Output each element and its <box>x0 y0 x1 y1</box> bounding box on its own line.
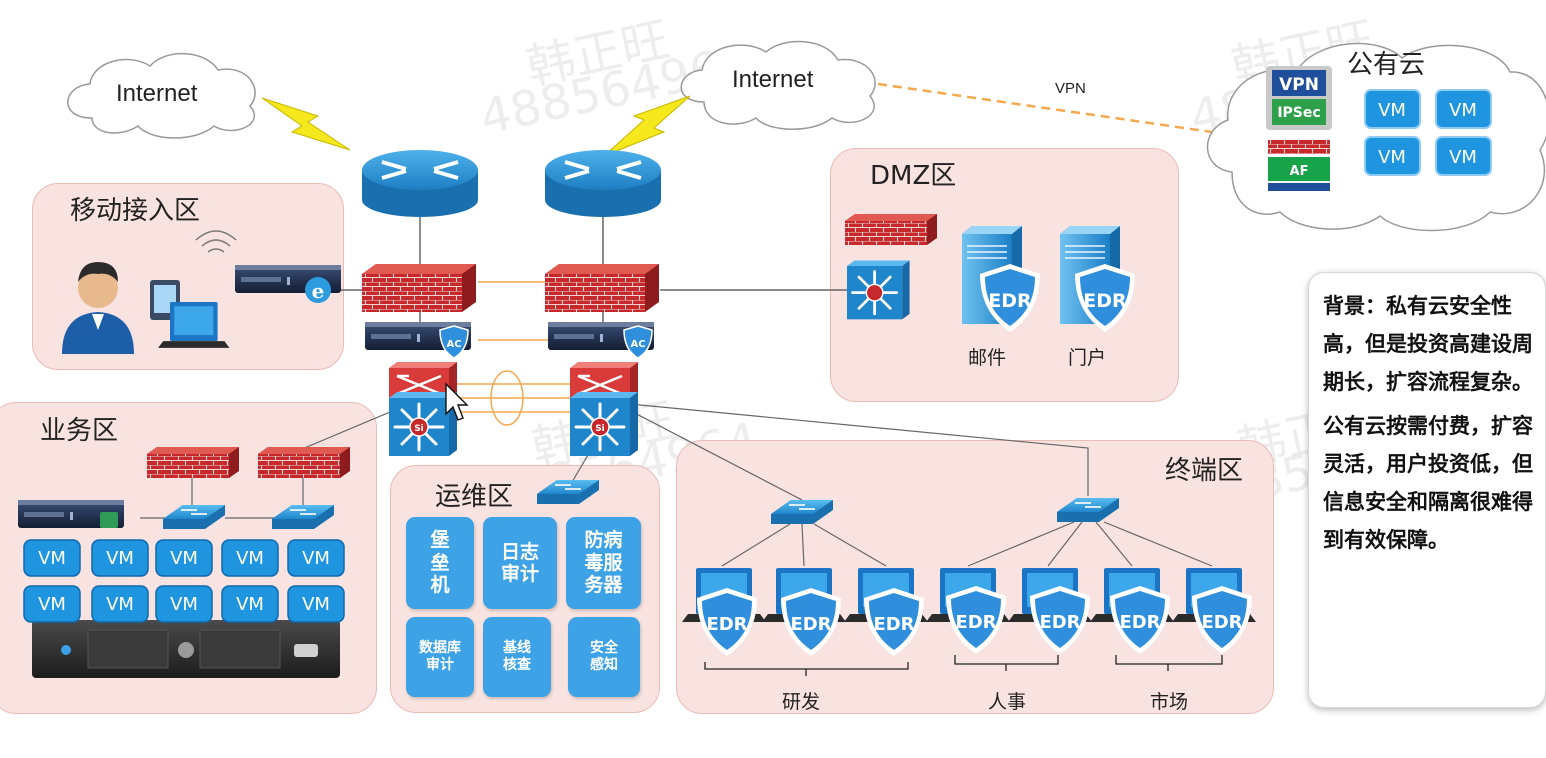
public-cloud-title: 公有云 <box>1347 50 1426 80</box>
zone-ops-title: 运维区 <box>435 482 514 512</box>
svg-text:AC: AC <box>630 339 645 350</box>
dmz-server-label: 门户 <box>1068 347 1107 369</box>
zone-business-title: 业务区 <box>40 416 119 446</box>
mouse-cursor-icon <box>445 382 469 421</box>
svg-text:EDR: EDR <box>706 614 747 635</box>
vpn-link-label: VPN <box>1055 80 1086 97</box>
svg-text:VM: VM <box>106 548 134 569</box>
svg-text:EDR: EDR <box>873 614 914 635</box>
firewall-icon <box>362 264 476 312</box>
svg-text:EDR: EDR <box>1039 612 1080 633</box>
edr-label: EDR <box>1083 290 1127 312</box>
ops-tile-database-audit: 数据库审计 <box>406 617 474 697</box>
ops-tile-log-audit: 日志审计 <box>483 517 557 609</box>
ops-tile-antivirus-server: 防病毒服务器 <box>566 517 641 609</box>
lightning-left-icon <box>261 97 351 151</box>
switch-icon <box>536 479 600 505</box>
ac-badge-icon: AC <box>623 325 653 359</box>
vpn-ipsec-gateway-icon <box>1266 66 1332 130</box>
ac-badge-icon: AC <box>439 325 469 359</box>
si-label: Si <box>595 424 605 434</box>
svg-text:EDR: EDR <box>955 612 996 633</box>
svg-text:VM: VM <box>302 594 330 615</box>
svg-text:EDR: EDR <box>1119 612 1160 633</box>
firewall-icon <box>147 447 239 478</box>
svg-text:VM: VM <box>236 594 264 615</box>
vm-labels: VM VM VM VM VM VM VM VM VM VM <box>38 548 330 615</box>
connection-lines <box>140 82 1223 676</box>
terminal-edr-labels: EDR EDR EDR EDR EDR EDR EDR <box>706 612 1242 635</box>
svg-text:AC: AC <box>446 339 461 350</box>
switch-icon <box>162 504 226 530</box>
background-note-body: 公有云按需付费，扩容灵活，用户投资低，但信息安全和隔离很难得到有效保障。 <box>1323 414 1533 552</box>
svg-text:VM: VM <box>170 594 198 615</box>
firewall-icon <box>845 214 937 245</box>
router-icon <box>360 148 480 219</box>
dmz-switch-icon <box>845 259 911 321</box>
background-note: 背景：私有云安全性高，但是投资高建设周期长，扩容流程复杂。 公有云按需付费，扩容… <box>1308 272 1546 708</box>
cloud-vm-grid <box>1364 89 1492 176</box>
ops-tile-baseline-check: 基线核查 <box>483 617 551 697</box>
svg-text:VM: VM <box>38 548 66 569</box>
internet-right-label: Internet <box>732 66 814 93</box>
zone-dmz-title: DMZ区 <box>870 161 957 191</box>
svg-text:VM: VM <box>38 594 66 615</box>
internet-left-label: Internet <box>116 80 198 107</box>
svg-text:EDR: EDR <box>790 614 831 635</box>
terminal-group-label: 人事 <box>988 691 1027 713</box>
server-rack-icon <box>32 620 340 678</box>
switch-icon <box>770 499 834 525</box>
svg-text:VM: VM <box>1449 100 1477 121</box>
svg-text:VM: VM <box>1378 100 1406 121</box>
cloud-internet-left <box>67 53 256 139</box>
user-avatar-icon <box>62 262 134 354</box>
af-label: AF <box>1290 164 1309 179</box>
ipsec-label: IPSec <box>1277 105 1320 121</box>
ops-tile-bastion-host: 堡垒机 <box>406 517 474 609</box>
hypervisor-appliance-icon <box>18 500 124 528</box>
svg-text:EDR: EDR <box>1201 612 1242 633</box>
svg-text:VM: VM <box>302 548 330 569</box>
svg-text:VM: VM <box>106 594 134 615</box>
ie-browser-icon: e <box>305 277 331 303</box>
firewall-icon <box>545 264 659 312</box>
af-firewall-icon <box>1268 140 1330 191</box>
firewall-icon <box>258 447 350 478</box>
zone-terminal-title: 终端区 <box>1165 456 1244 486</box>
cloud-vm-labels: VM VM VM VM <box>1378 100 1477 168</box>
ops-tile-security-awareness: 安全感知 <box>568 617 640 697</box>
background-note-heading: 背景：私有云安全性高，但是投资高建设周期长，扩容流程复杂。 <box>1323 294 1533 394</box>
router-icon <box>543 148 663 219</box>
cloud-internet-right <box>680 40 876 130</box>
terminal-group-label: 研发 <box>782 691 821 713</box>
wifi-icon <box>195 230 237 253</box>
switch-icon <box>1056 497 1120 523</box>
svg-text:VM: VM <box>1378 147 1406 168</box>
zone-mobile-title: 移动接入区 <box>70 196 201 226</box>
edr-label: EDR <box>988 290 1032 312</box>
svg-text:VM: VM <box>170 548 198 569</box>
vpn-label: VPN <box>1279 75 1319 95</box>
svg-text:VM: VM <box>236 548 264 569</box>
switch-icon <box>271 504 335 530</box>
svg-text:VM: VM <box>1449 147 1477 168</box>
si-label: Si <box>414 424 424 434</box>
terminal-group-label: 市场 <box>1150 691 1189 713</box>
dmz-server-label: 邮件 <box>968 347 1007 369</box>
lightning-right-icon <box>603 95 691 157</box>
svg-text:e: e <box>312 279 325 303</box>
